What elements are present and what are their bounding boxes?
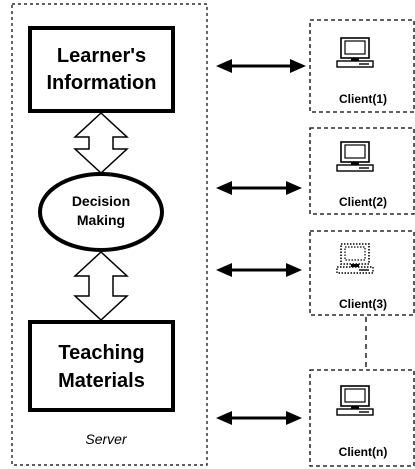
server-frame <box>11 3 208 466</box>
client-3-label: Client(3) <box>339 297 387 311</box>
decision-making-ellipse: Decision Making <box>38 172 164 252</box>
decision-making-line1: Decision <box>72 193 130 209</box>
teaching-materials-line2: Materials <box>58 370 145 392</box>
client-2-label: Client(2) <box>339 195 387 209</box>
computer-icon <box>336 243 374 274</box>
decision-making-line2: Making <box>77 212 125 228</box>
lower-vertical-double-arrow <box>73 250 129 322</box>
client-3-box: Client(3) <box>309 230 415 316</box>
computer-icon <box>336 385 374 416</box>
upper-vertical-double-arrow <box>73 111 129 175</box>
connection-arrow-client-1 <box>216 59 306 73</box>
server-label: Server <box>85 431 128 447</box>
client-2-box: Client(2) <box>309 127 415 215</box>
connection-arrow-client-3 <box>216 263 302 277</box>
client-1-box: Client(1) <box>309 19 415 113</box>
connection-arrow-client-n <box>216 411 302 425</box>
client-1-label: Client(1) <box>339 92 387 106</box>
computer-icon <box>336 141 374 172</box>
learner-information-line2: Information <box>47 72 157 94</box>
computer-icon <box>336 37 374 68</box>
connection-arrow-client-2 <box>216 181 302 195</box>
client-n-label: Client(n) <box>339 445 388 459</box>
learner-information-box: Learner's Information <box>28 26 175 113</box>
teaching-materials-line1: Teaching <box>58 342 144 364</box>
client-n-box: Client(n) <box>309 369 415 467</box>
teaching-materials-box: Teaching Materials <box>28 320 175 412</box>
learner-information-line1: Learner's <box>57 45 146 67</box>
